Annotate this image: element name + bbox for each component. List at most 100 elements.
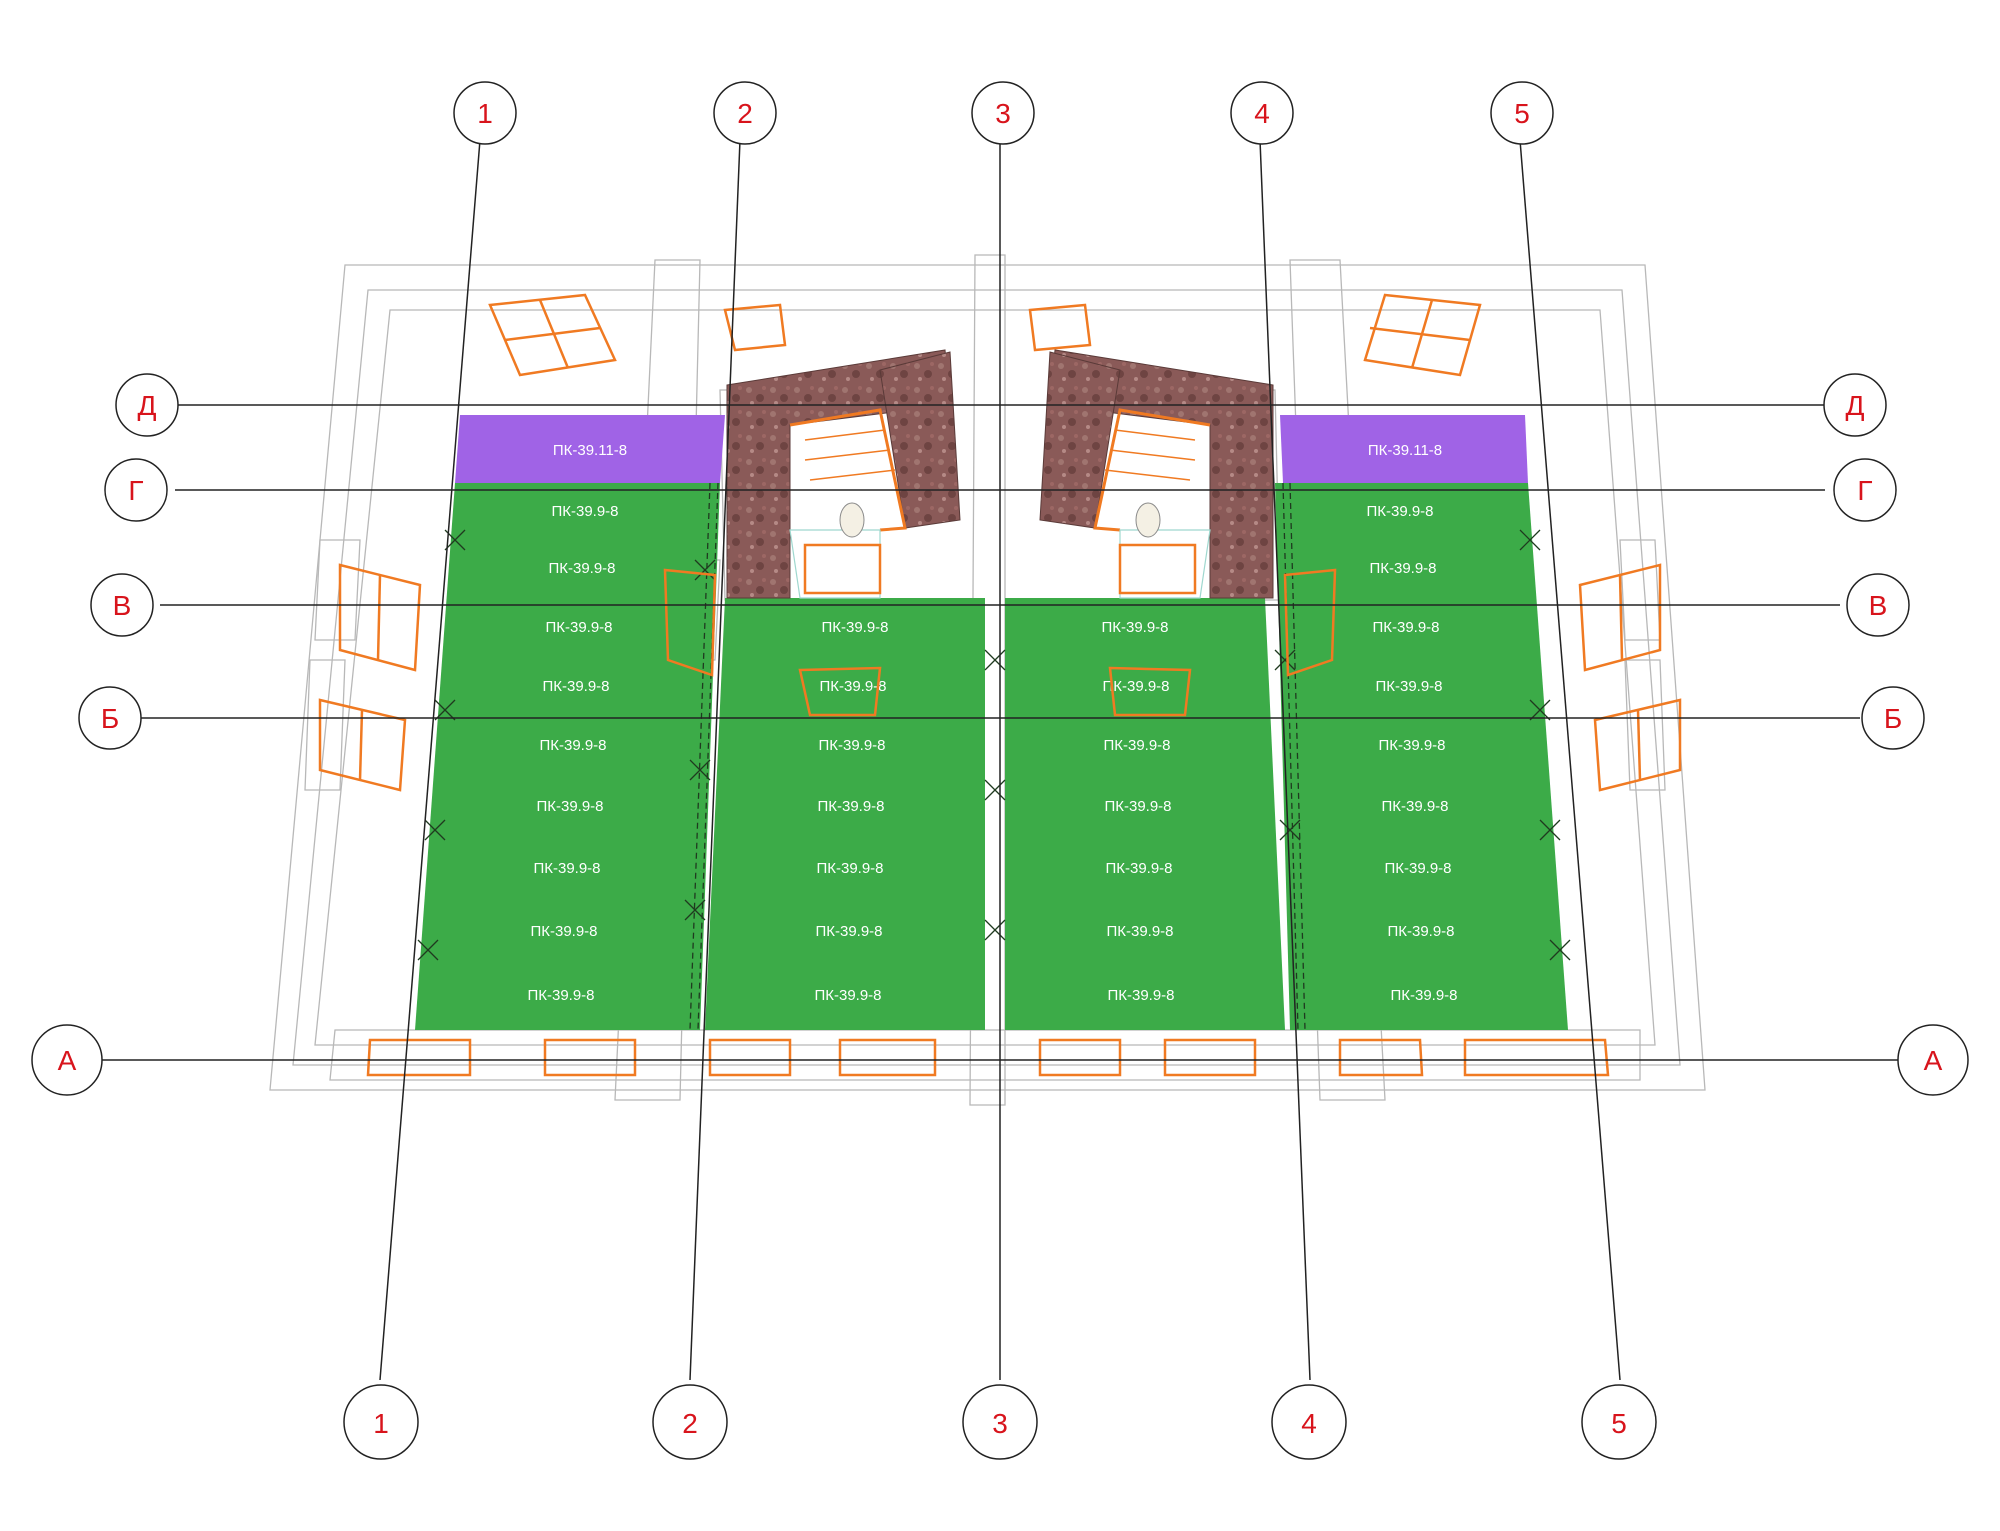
window-icon [1038, 1038, 1257, 1077]
axis-bubble-row-g-right: Г [1833, 458, 1897, 522]
window-icon [1578, 563, 1662, 672]
door-icon [803, 543, 882, 595]
axis-bubble-icon [971, 81, 1035, 145]
axis-label: 1 [477, 98, 493, 129]
slab-label: ПК-39.9-8 [1372, 619, 1439, 636]
slab-green-bay-2 [705, 598, 985, 1030]
slab-label: ПК-39.9-8 [548, 560, 615, 577]
slab-label: ПК-39.9-8 [530, 923, 597, 940]
slab-label: ПК-39.9-8 [1103, 737, 1170, 754]
axis-bubble-icon [1823, 373, 1887, 437]
slab-label: ПК-39.9-8 [545, 619, 612, 636]
slab-green-bay-3 [1005, 598, 1285, 1030]
axis-lines [100, 139, 1900, 1381]
window-icon [318, 698, 407, 792]
slab-label: ПК-39.9-8 [1369, 560, 1436, 577]
window-icon [1593, 698, 1682, 792]
axis-bubble-icon [1833, 458, 1897, 522]
axis-bubble-column-1-bottom: 1 [343, 1384, 419, 1460]
slab-label: ПК-39.9-8 [527, 987, 594, 1004]
axis-label: Г [1857, 475, 1872, 506]
window-icon [338, 563, 422, 672]
slab-label: ПК-39.9-8 [1381, 798, 1448, 815]
slab-label: ПК-39.11-8 [1368, 442, 1442, 459]
window-icon [798, 666, 882, 717]
slab-label: ПК-39.9-8 [817, 798, 884, 815]
axis-bubble-icon [652, 1384, 728, 1460]
axis-label: Д [138, 390, 157, 421]
axis-bubble-icon [1581, 1384, 1657, 1460]
slab-label: ПК-39.9-8 [533, 860, 600, 877]
axis-bubble-icon [90, 573, 154, 637]
slab-green-bay-4 [1275, 483, 1568, 1030]
axis-label: 1 [373, 1408, 389, 1439]
window-icon [1363, 293, 1482, 377]
slab-label: ПК-39.9-8 [1101, 619, 1168, 636]
axis-bubble-icon [962, 1384, 1038, 1460]
axis-label: Д [1846, 390, 1865, 421]
axis-bubble-row-b-right: Б [1861, 686, 1925, 750]
axis-bubble-icon [1230, 81, 1294, 145]
axis-bubble-column-3-bottom: 3 [962, 1384, 1038, 1460]
slab-label: ПК-39.9-8 [542, 678, 609, 695]
window-icon [1028, 303, 1092, 352]
axis-label: 4 [1254, 98, 1270, 129]
axis-bubble-column-1-top: 1 [453, 81, 517, 145]
door-icon [1283, 568, 1337, 677]
slab-label: ПК-39.9-8 [1387, 923, 1454, 940]
axis-bubble-row-a-right: А [1897, 1024, 1969, 1096]
axis-bubble-icon [453, 81, 517, 145]
window-icon [1338, 1038, 1610, 1077]
slab-label: ПК-39.9-8 [1105, 860, 1172, 877]
green-slab-labels: ПК-39.9-8 ПК-39.9-8 ПК-39.9-8 ПК-39.9-8 … [527, 503, 1457, 1004]
axis-bubble-icon [1271, 1384, 1347, 1460]
axis-bubble-row-b-left: Б [78, 686, 142, 750]
slab-label: ПК-39.9-8 [551, 503, 618, 520]
axis-label: Б [101, 703, 119, 734]
slab-label: ПК-39.9-8 [1390, 987, 1457, 1004]
axis-label: 5 [1611, 1408, 1627, 1439]
slab-label: ПК-39.9-8 [1107, 987, 1174, 1004]
axis-bubble-icon [31, 1024, 103, 1096]
window-icon [1108, 666, 1192, 717]
door-icon [1118, 543, 1197, 595]
axis-bubble-icon [1846, 573, 1910, 637]
axis-label: Б [1884, 703, 1902, 734]
axis-bubble-icon [115, 373, 179, 437]
axis-bubble-icon [343, 1384, 419, 1460]
window-icon [488, 293, 617, 377]
stair-core-right [1039, 349, 1274, 599]
door-icon [663, 568, 717, 677]
axis-bubble-column-5-bottom: 5 [1581, 1384, 1657, 1460]
axis-label: Г [128, 475, 143, 506]
axis-label: А [58, 1045, 77, 1076]
axis-bubble-icon [713, 81, 777, 145]
slab-green-bay-1 [415, 483, 720, 1030]
axis-bubble-row-d-right: Д [1823, 373, 1887, 437]
stair-icon [1039, 351, 1121, 529]
axis-label: 4 [1301, 1408, 1317, 1439]
window-icon [366, 1038, 637, 1077]
axis-bubble-column-5-top: 5 [1490, 81, 1554, 145]
slab-label: ПК-39.9-8 [1384, 860, 1451, 877]
axis-label: 5 [1514, 98, 1530, 129]
slab-label: ПК-39.11-8 [553, 442, 627, 459]
axis-label: В [113, 590, 132, 621]
axis-label: 3 [995, 98, 1011, 129]
stair-icon [879, 351, 961, 529]
axis-bubble-icon [78, 686, 142, 750]
axis-bubble-row-v-left: В [90, 573, 154, 637]
slab-purple-right [1280, 415, 1528, 483]
axis-bubble-row-d-left: Д [115, 373, 179, 437]
purple-slabs: ПК-39.11-8 ПК-39.11-8 [455, 415, 1528, 483]
slab-label: ПК-39.9-8 [818, 737, 885, 754]
slab-label: ПК-39.9-8 [1102, 678, 1169, 695]
axis-label: В [1869, 590, 1888, 621]
axis-bubbles: 1 2 3 4 5 1 2 3 4 5 Д Г В Б А Д Г В Б А [31, 81, 1969, 1460]
slab-label: ПК-39.9-8 [816, 860, 883, 877]
slab-label: ПК-39.9-8 [1366, 503, 1433, 520]
green-slabs [415, 483, 1568, 1030]
slab-label: ПК-39.9-8 [821, 619, 888, 636]
axis-label: А [1924, 1045, 1943, 1076]
